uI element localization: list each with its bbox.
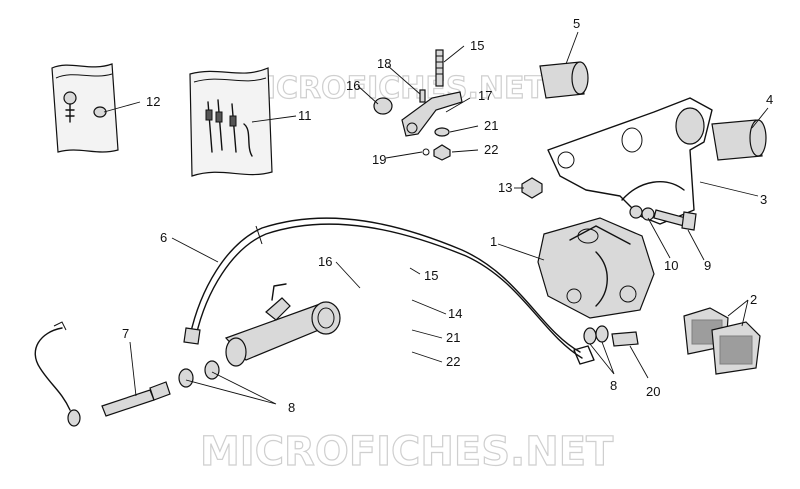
- part-6-brake-hose: [183, 217, 595, 365]
- watermark-bottom: MICROFICHES.NET: [200, 429, 614, 475]
- part-11-pin-kit: [189, 67, 273, 177]
- part-17-bracket: [401, 91, 463, 137]
- callout-15-mid: 15: [424, 268, 438, 283]
- part-22-nut-top: [433, 144, 451, 161]
- master-cylinder: [224, 283, 341, 367]
- part-8-washer-l2: [204, 360, 220, 380]
- part-2-brake-pads: [683, 307, 761, 375]
- part-10-washer-a: [629, 205, 643, 219]
- callout-3: 3: [760, 192, 767, 207]
- callout-15-top: 15: [470, 38, 484, 53]
- callout-21-mid: 21: [446, 330, 460, 345]
- part-4-bush: [711, 119, 763, 161]
- part-13-nut: [521, 177, 543, 199]
- callout-12: 12: [146, 94, 160, 109]
- caliper-plate: [539, 61, 767, 225]
- callout-16-mid: 16: [318, 254, 332, 269]
- part-8-washer-r1: [583, 327, 597, 345]
- callout-8-right: 8: [610, 378, 617, 393]
- callout-8-left: 8: [288, 400, 295, 415]
- washers-left: [178, 360, 220, 388]
- part-18-bolt: [419, 89, 426, 103]
- part-8-washer-r2: [595, 325, 609, 343]
- callout-4: 4: [766, 92, 773, 107]
- part-7-switch: [34, 321, 171, 427]
- callout-22-mid: 22: [446, 354, 460, 369]
- callout-10: 10: [664, 258, 678, 273]
- callout-11: 11: [298, 108, 312, 123]
- callout-21-top: 21: [484, 118, 498, 133]
- callout-20: 20: [646, 384, 660, 399]
- callout-6: 6: [160, 230, 167, 245]
- callout-18: 18: [377, 56, 391, 71]
- part-12-screw-kit: [51, 63, 119, 153]
- callout-22-top: 22: [484, 142, 498, 157]
- callout-13: 13: [498, 180, 512, 195]
- leader-lines: [103, 31, 769, 405]
- part-16-bush-top: [373, 97, 393, 115]
- callout-2: 2: [750, 292, 757, 307]
- callout-14: 14: [448, 306, 462, 321]
- mount-bolts: [521, 177, 697, 231]
- part-21-washer-top: [434, 127, 450, 137]
- banjo-right: [583, 325, 639, 347]
- callout-5: 5: [573, 16, 580, 31]
- part-19-washer: [422, 148, 430, 156]
- part-1-caliper: [537, 217, 655, 319]
- callout-1: 1: [490, 234, 497, 249]
- callout-16-top: 16: [346, 78, 360, 93]
- top-mount-cluster: [373, 49, 463, 161]
- part-20-bolt: [611, 331, 639, 347]
- part-10-washer-b: [641, 207, 655, 221]
- callout-7: 7: [122, 326, 129, 341]
- callout-19: 19: [372, 152, 386, 167]
- part-8-washer-l1: [178, 368, 194, 388]
- callout-17: 17: [478, 88, 492, 103]
- part-3-plate: [547, 97, 713, 225]
- callout-labels: 5 4 3 15 18 16 17 21 19 22 12 11 13 1 10…: [122, 16, 773, 415]
- callout-9: 9: [704, 258, 711, 273]
